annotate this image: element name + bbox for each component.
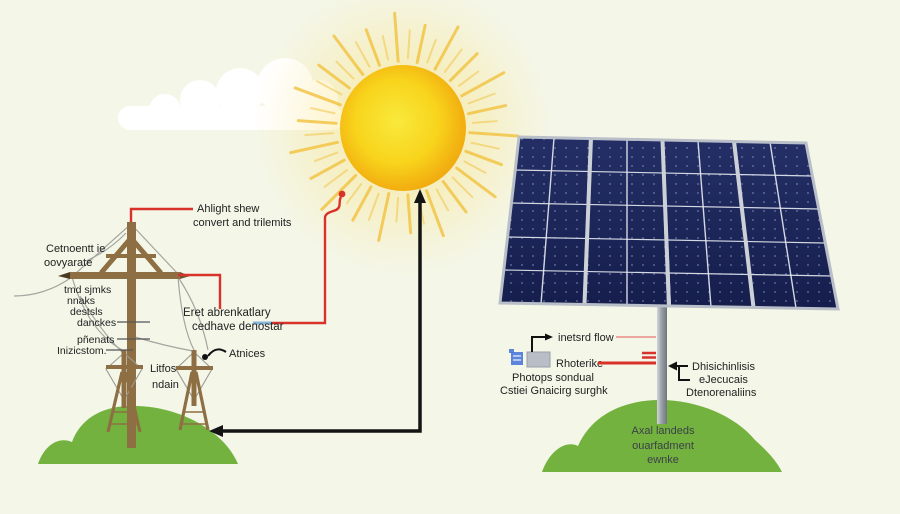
transmission-towers (13, 222, 213, 448)
transfer-note-line1: Eret abrenkatlary (183, 307, 271, 319)
crossarm-left-tip (58, 272, 70, 279)
transfer-note-line2: cedhave denostar (192, 321, 284, 333)
pole-midbar (106, 254, 156, 258)
crossarm (70, 272, 180, 279)
pole-note-4: danckes (77, 317, 116, 329)
hill-note-line1: Axal landeds (632, 425, 695, 437)
hill-note-line3: ewnke (647, 454, 679, 466)
litfos-line1: Litfos (150, 363, 177, 375)
atnices-label: Atnices (229, 348, 266, 360)
dhisi-line2: eJecucais (699, 374, 748, 386)
red-connectors (129, 190, 346, 325)
dhisi-line1: Dhisichinlisis (692, 361, 755, 373)
converter-box (526, 351, 551, 368)
inetsrd-flow-label: inetsrd flow (558, 332, 614, 344)
left-hill (38, 405, 238, 464)
pole-note-5: pñenats (77, 334, 114, 346)
box-arrowhead (545, 333, 553, 341)
generator-note-line1: Cetnoentt ie (46, 243, 105, 255)
red-connector-to-sun (272, 196, 343, 325)
sun-core (340, 65, 466, 191)
pole-note-1: tmd sjmks (64, 284, 111, 296)
label-leader-lines (106, 321, 150, 351)
right-hill (542, 400, 782, 472)
left-labels: Ahlight shew convert and trilemits Cetno… (44, 203, 292, 391)
red-connector-arm (178, 273, 222, 309)
red-arrow-dot (338, 190, 346, 198)
pole-note-6: Inizicstom. (57, 345, 107, 357)
inverter-icon (509, 349, 523, 365)
sun-rays (289, 11, 520, 242)
panel-mount-pole (657, 306, 667, 424)
hill-note-line2: ouarfadment (632, 440, 694, 452)
small-tower-2 (175, 350, 213, 431)
arrowhead-left (209, 425, 223, 437)
small-tower-1 (105, 350, 143, 433)
sunlight-note-line1: Ahlight shew (197, 203, 259, 215)
dhisi-line3: Dtenorenaliins (686, 387, 757, 399)
pole-note-2: nnaks (67, 295, 95, 307)
box-elbow-arrow (531, 336, 546, 352)
pole-arrowhead (668, 361, 677, 371)
panel-gaps (582, 137, 756, 308)
pole-note-3: destsls (70, 306, 103, 318)
panel-frame (498, 135, 840, 311)
solar-panel-array (498, 135, 840, 424)
sun (251, 0, 555, 280)
atnices-leader (207, 348, 227, 357)
photops-line1: Photops sondual (512, 372, 594, 384)
rhoterike-label: Rhoterike (556, 358, 603, 370)
photops-line2: Cstiei Gnaicirg surghk (500, 385, 608, 397)
red-connector-top (129, 207, 193, 222)
power-wires (13, 223, 209, 353)
arrowhead-up (414, 189, 426, 203)
red-dash-pair (642, 351, 656, 359)
generator-note-line2: oovyarate (44, 257, 92, 269)
litfos-line2: ndain (152, 379, 179, 391)
main-utility-pole (127, 222, 136, 448)
energy-flow-arrow (209, 189, 426, 437)
pole-arrow-bracket (677, 365, 690, 381)
right-annotations: inetsrd flow Rhoterike Photops sondual C… (500, 332, 757, 466)
atnices-dot (202, 354, 208, 360)
sunlight-note-line2: convert and trilemits (193, 217, 292, 229)
